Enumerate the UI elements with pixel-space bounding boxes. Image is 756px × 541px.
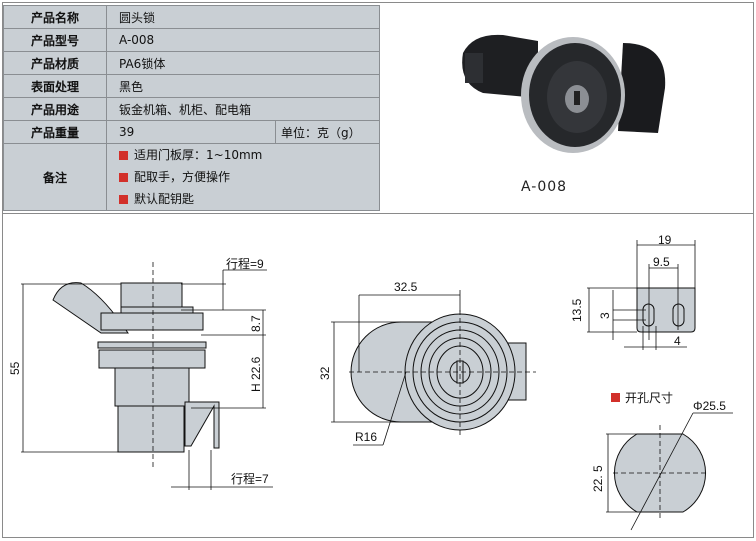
bullet-icon — [119, 151, 128, 160]
height-dim: 32 — [318, 366, 332, 380]
photo-caption: A-008 — [521, 179, 568, 195]
cam-offset-dim: 4 — [674, 334, 681, 348]
cam-height-dim: 13.5 — [570, 298, 584, 322]
remarks: 适用门板厚：1~10mm 配取手，方便操作 默认配钥匙 — [106, 143, 380, 211]
unit: 单位：克（g） — [275, 120, 380, 144]
label: 产品重量 — [3, 120, 107, 144]
radius-dim: R16 — [355, 430, 377, 444]
bullet-icon — [611, 393, 620, 402]
table-row: 表面处理黑色 — [3, 74, 380, 98]
label: 产品材质 — [3, 51, 107, 75]
value: 39 — [106, 120, 276, 144]
cam-slot-dim: 3 — [598, 312, 612, 319]
label: 备注 — [3, 143, 107, 211]
table-row: 产品名称圆头锁 — [3, 5, 380, 29]
product-photo — [462, 34, 666, 153]
stroke-top-label: 行程=9 — [226, 256, 264, 271]
side-view — [52, 282, 220, 453]
diameter-dim: Φ25.5 — [693, 399, 726, 413]
cam-spacing-dim: 9.5 — [653, 255, 670, 269]
stroke-bottom-label: 行程=7 — [231, 471, 269, 486]
cam-view — [636, 287, 696, 333]
technical-drawing: 行程=9 55 8.7 H 22.6 行程=7 32.5 32 R16 19 9… — [2, 213, 754, 538]
bullet-icon — [119, 173, 128, 182]
value: PA6锁体 — [106, 51, 380, 75]
remark: 默认配钥匙 — [134, 192, 195, 206]
cam-width-dim: 19 — [658, 233, 672, 247]
dim-87: 8.7 — [249, 315, 263, 332]
label: 产品用途 — [3, 97, 107, 121]
width-dim: 32.5 — [394, 280, 418, 294]
value: 钣金机箱、机柜、配电箱 — [106, 97, 380, 121]
value: 黑色 — [106, 74, 380, 98]
remark: 配取手，方便操作 — [134, 170, 231, 184]
drawing-svg: 行程=9 55 8.7 H 22.6 行程=7 32.5 32 R16 19 9… — [8, 233, 733, 531]
bullet-icon — [119, 195, 128, 204]
cutout-title: 开孔尺寸 — [625, 391, 673, 405]
table-row: 产品用途钣金机箱、机柜、配电箱 — [3, 97, 380, 121]
height-dim: 55 — [8, 361, 22, 375]
value: A-008 — [106, 28, 380, 52]
label: 表面处理 — [3, 74, 107, 98]
label: 产品型号 — [3, 28, 107, 52]
flat-dim: 22. 5 — [591, 465, 605, 492]
table-row: 备注 适用门板厚：1~10mm 配取手，方便操作 默认配钥匙 — [3, 143, 380, 211]
value: 圆头锁 — [106, 5, 380, 29]
dim-h: H 22.6 — [249, 356, 263, 392]
label: 产品名称 — [3, 5, 107, 29]
remark: 适用门板厚：1~10mm — [134, 148, 263, 162]
